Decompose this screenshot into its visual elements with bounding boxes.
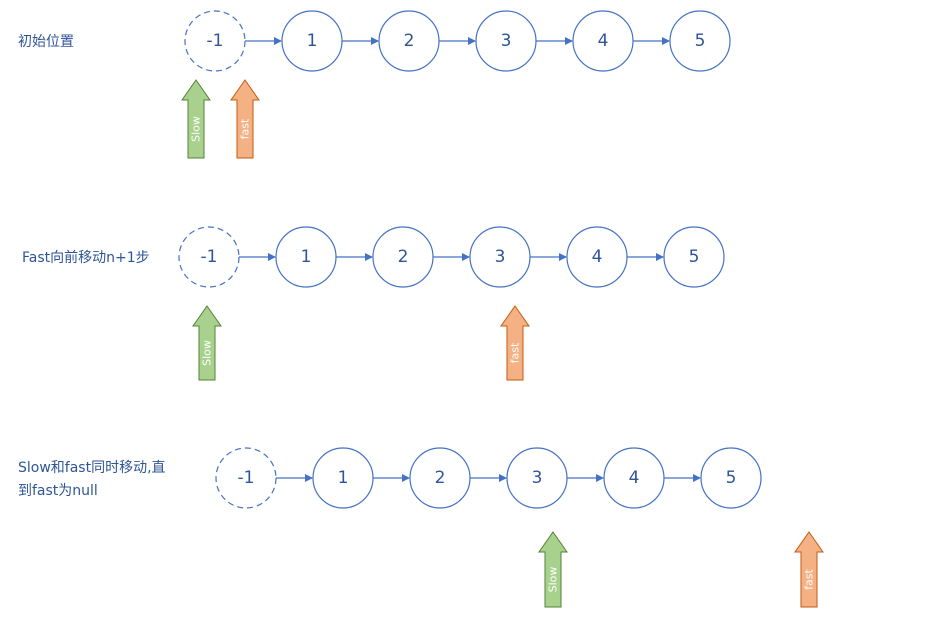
- row-1-node-2: 1: [281, 10, 343, 72]
- row-2-node-5: 4: [566, 226, 628, 288]
- fast-pointer-label: fast: [803, 568, 816, 589]
- node-value: 5: [695, 31, 706, 51]
- row-3-label-line-1: Slow和fast同时移动,直: [18, 459, 166, 476]
- row-2-node-6: 5: [663, 226, 725, 288]
- fast-arrow-shape: [230, 79, 260, 159]
- row-2-node-2: 1: [275, 226, 337, 288]
- node-circle: [372, 226, 434, 288]
- node-value: 4: [598, 31, 609, 51]
- node-circle: [178, 226, 240, 288]
- node-value: 2: [398, 247, 409, 267]
- row-2-label: Fast向前移动n+1步: [22, 249, 150, 266]
- row-2-fast-pointer: fast: [500, 305, 530, 381]
- slow-arrow-shape: [538, 531, 568, 608]
- node-circle: [572, 10, 634, 72]
- node-circle: [566, 226, 628, 288]
- node-circle: [281, 10, 343, 72]
- row-1-slow-pointer: Slow: [181, 79, 211, 159]
- node-value: 1: [301, 247, 312, 267]
- node-value: 2: [404, 31, 415, 51]
- row-3-label-line-2: 到fast为null: [18, 483, 98, 499]
- row-1-node-1: -1: [184, 10, 246, 72]
- row-3-node-2: 1: [312, 447, 374, 509]
- row-3-node-6: 5: [700, 447, 762, 509]
- row-2-slow-pointer: Slow: [192, 305, 222, 381]
- fast-arrow-shape: [794, 531, 824, 608]
- node-value: 5: [726, 468, 737, 488]
- node-value: 3: [501, 31, 512, 51]
- node-circle: [409, 447, 471, 509]
- row-3-fast-pointer: fast: [794, 531, 824, 608]
- node-value: 1: [338, 468, 349, 488]
- slow-pointer-label: Slow: [201, 340, 214, 366]
- node-circle: [215, 447, 277, 509]
- row-3-node-1: -1: [215, 447, 277, 509]
- row-1-node-4: 3: [475, 10, 537, 72]
- node-circle: [506, 447, 568, 509]
- row-1-node-5: 4: [572, 10, 634, 72]
- node-value: 3: [495, 247, 506, 267]
- row-2-node-3: 2: [372, 226, 434, 288]
- row-1-label: 初始位置: [18, 33, 74, 50]
- node-value: -1: [238, 468, 255, 488]
- node-value: 2: [435, 468, 446, 488]
- node-value: 4: [629, 468, 640, 488]
- fast-pointer-label: fast: [239, 118, 252, 139]
- row-3-node-3: 2: [409, 447, 471, 509]
- fast-arrow-shape: [500, 305, 530, 381]
- slow-pointer-label: Slow: [190, 116, 203, 142]
- row-2-node-4: 3: [469, 226, 531, 288]
- node-circle: [312, 447, 374, 509]
- slow-arrow-shape: [181, 79, 211, 159]
- node-circle: [663, 226, 725, 288]
- node-circle: [603, 447, 665, 509]
- row-1-node-6: 5: [669, 10, 731, 72]
- node-circle: [669, 10, 731, 72]
- row-3-slow-pointer: Slow: [538, 531, 568, 608]
- node-value: 3: [532, 468, 543, 488]
- node-circle: [378, 10, 440, 72]
- slow-pointer-label: Slow: [547, 567, 560, 593]
- node-value: -1: [207, 31, 224, 51]
- slow-arrow-shape: [192, 305, 222, 381]
- row-1-node-3: 2: [378, 10, 440, 72]
- node-circle: [469, 226, 531, 288]
- node-value: 4: [592, 247, 603, 267]
- row-3-node-5: 4: [603, 447, 665, 509]
- node-value: -1: [201, 247, 218, 267]
- node-circle: [275, 226, 337, 288]
- node-circle: [184, 10, 246, 72]
- row-1-fast-pointer: fast: [230, 79, 260, 159]
- row-2-node-1: -1: [178, 226, 240, 288]
- fast-pointer-label: fast: [509, 342, 522, 363]
- node-value: 5: [689, 247, 700, 267]
- node-value: 1: [307, 31, 318, 51]
- node-circle: [700, 447, 762, 509]
- node-circle: [475, 10, 537, 72]
- row-3-node-4: 3: [506, 447, 568, 509]
